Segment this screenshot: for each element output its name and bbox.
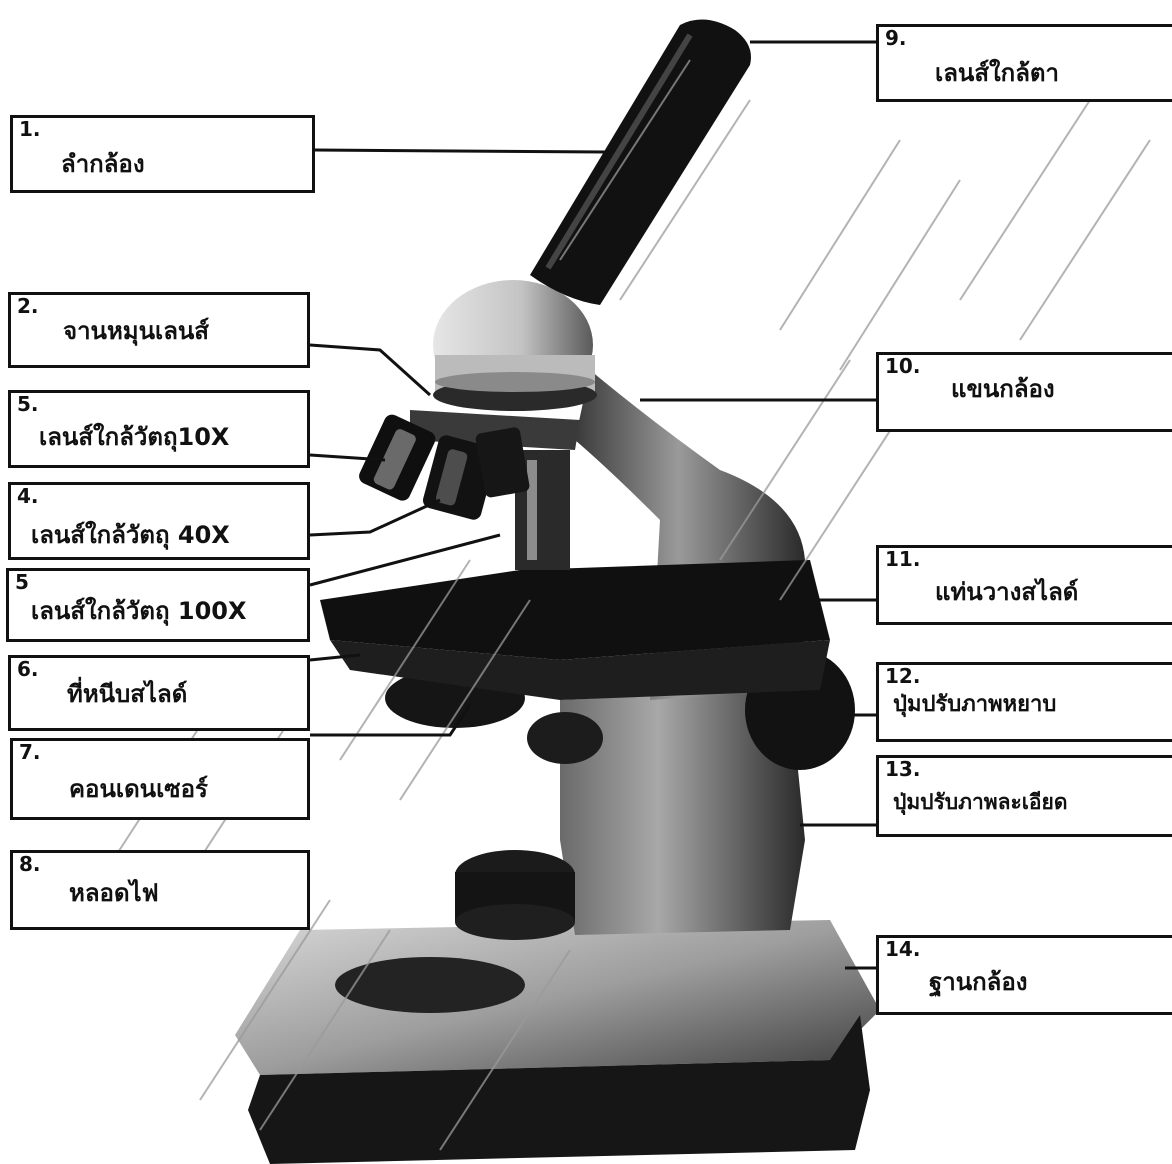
stage-platform	[320, 560, 830, 660]
label-7-condenser: 7. คอนเดนเซอร์	[10, 738, 310, 820]
label-number: 6.	[17, 658, 39, 680]
label-text: เลนส์ใกล้วัตถุ 100X	[31, 597, 246, 625]
label-text: หลอดไฟ	[69, 879, 159, 907]
label-text: ที่หนีบสไลด์	[67, 680, 187, 708]
label-objective-40x: 4. เลนส์ใกล้วัตถุ 40X	[8, 482, 310, 560]
lamp-bottom	[455, 904, 575, 940]
label-text: แท่นวางสไลด์	[935, 578, 1078, 606]
label-number: 12.	[885, 665, 920, 687]
label-number: 2.	[17, 295, 39, 317]
label-text: ปุ่มปรับภาพหยาบ	[893, 691, 1056, 719]
label-9-eyepiece: 9. เลนส์ใกล้ตา	[876, 24, 1172, 102]
label-13-fine-adjustment: 13. ปุ่มปรับภาพละเอียด	[876, 755, 1172, 837]
label-14-base: 14. ฐานกล้อง	[876, 935, 1172, 1015]
label-2-revolving-nosepiece: 2. จานหมุนเลนส์	[8, 292, 310, 368]
base-hole	[335, 957, 525, 1013]
label-objective-10x: 5. เลนส์ใกล้วัตถุ10X	[8, 390, 310, 468]
head-ring-light	[435, 372, 595, 392]
label-text: คอนเดนเซอร์	[69, 775, 208, 803]
fine-knob	[527, 712, 603, 764]
label-number: 1.	[19, 118, 41, 140]
label-number: 7.	[19, 741, 41, 763]
label-number: 14.	[885, 938, 920, 960]
label-objective-100x: 5 เลนส์ใกล้วัตถุ 100X	[6, 568, 310, 642]
label-1-body-tube: 1. ลำกล้อง	[10, 115, 315, 193]
label-number: 9.	[885, 27, 907, 49]
label-number: 10.	[885, 355, 920, 377]
label-number: 11.	[885, 548, 920, 570]
label-number: 5	[15, 571, 29, 593]
label-11-stage: 11. แท่นวางสไลด์	[876, 545, 1172, 625]
label-6-stage-clips: 6. ที่หนีบสไลด์	[8, 655, 310, 731]
label-text: แขนกล้อง	[951, 375, 1055, 403]
label-number: 4.	[17, 485, 39, 507]
label-8-lamp: 8. หลอดไฟ	[10, 850, 310, 930]
label-text: เลนส์ใกล้วัตถุ 40X	[31, 521, 230, 549]
base-plate	[235, 920, 880, 1075]
label-number: 8.	[19, 853, 41, 875]
label-10-arm: 10. แขนกล้อง	[876, 352, 1172, 432]
label-text: เลนส์ใกล้วัตถุ10X	[39, 423, 229, 451]
focus-column-rack	[527, 460, 537, 560]
label-12-coarse-adjustment: 12. ปุ่มปรับภาพหยาบ	[876, 662, 1172, 742]
label-number: 13.	[885, 758, 920, 780]
label-text: จานหมุนเลนส์	[63, 317, 209, 345]
label-text: เลนส์ใกล้ตา	[935, 59, 1059, 87]
label-text: ปุ่มปรับภาพละเอียด	[893, 788, 1067, 816]
eyepiece-tube	[530, 20, 751, 305]
label-text: ลำกล้อง	[61, 150, 145, 178]
label-text: ฐานกล้อง	[929, 968, 1028, 996]
label-number: 5.	[17, 393, 39, 415]
